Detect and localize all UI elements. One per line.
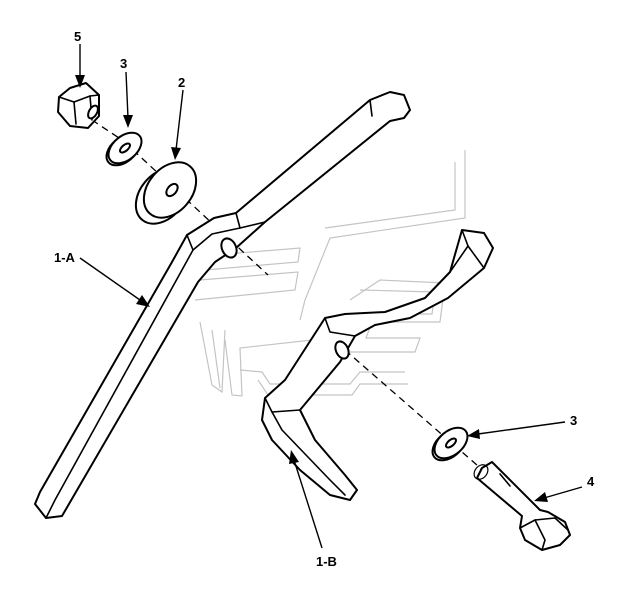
label-2: 2 (178, 75, 185, 90)
bracket-1a-hole (220, 237, 238, 259)
label-4: 4 (587, 474, 595, 489)
nut (57, 82, 100, 129)
label-5: 5 (74, 29, 81, 44)
bracket-1a (34, 91, 411, 519)
arrow-3-bottom (467, 429, 480, 439)
arrow-1b (289, 450, 299, 464)
spacer (134, 161, 198, 225)
spacer-hole (165, 182, 179, 198)
label-3-bottom: 3 (570, 413, 577, 428)
washer-bottom (431, 426, 469, 462)
center-lines (91, 119, 541, 521)
arrow-5 (75, 75, 85, 88)
arrow-4 (534, 492, 548, 502)
label-1b: 1-B (316, 554, 337, 569)
label-3-top: 3 (120, 56, 127, 71)
bracket-1b (261, 229, 494, 501)
bolt (473, 461, 571, 551)
leaders (75, 44, 583, 549)
arrow-2 (171, 147, 181, 160)
arrow-3-top (123, 115, 133, 128)
arrow-1a (136, 295, 150, 307)
bracket-1b-hole (334, 340, 350, 360)
label-1a: 1-A (54, 250, 76, 265)
callout-labels: 5 3 2 1-A 1-B 3 4 (54, 29, 595, 569)
washer-top (105, 131, 143, 167)
